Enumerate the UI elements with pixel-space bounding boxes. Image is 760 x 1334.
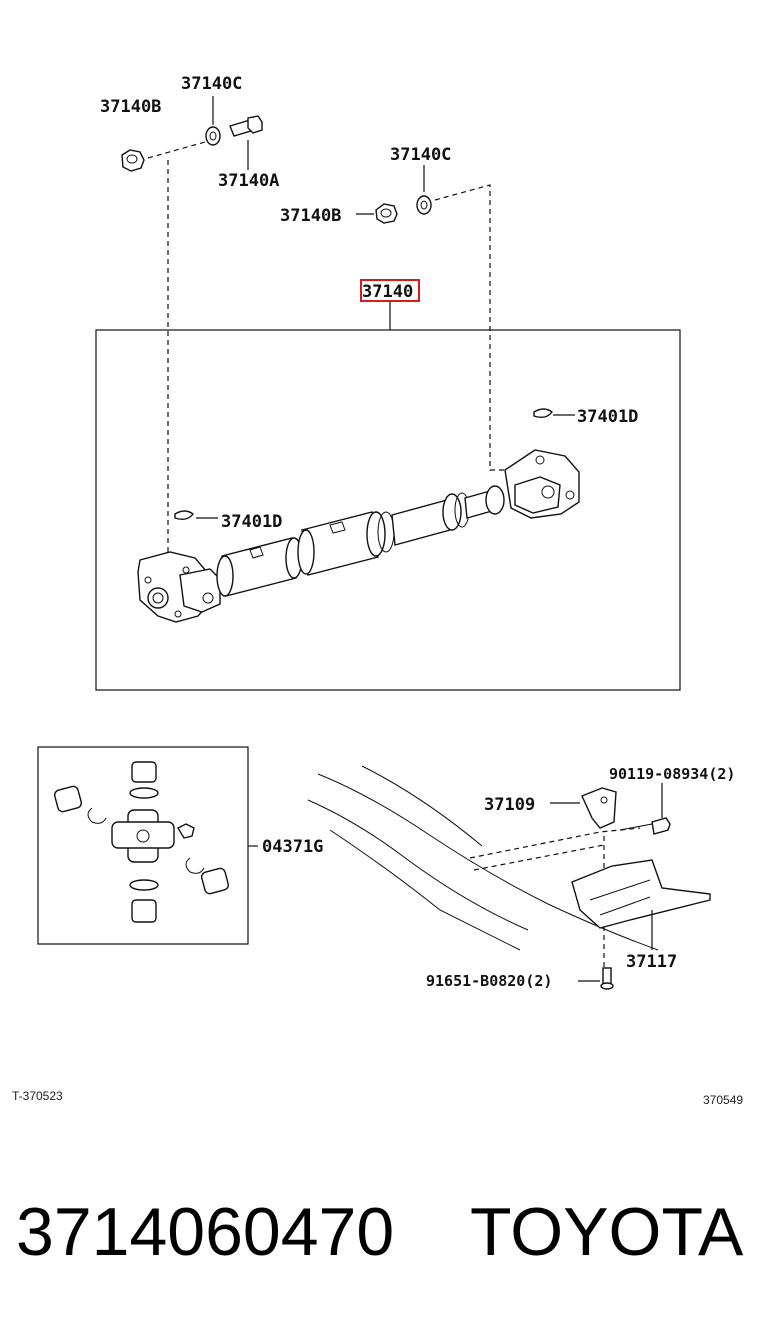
spider-bearing-kit-drawing[interactable] <box>53 761 230 923</box>
part-number: 3714060470 <box>16 1194 394 1270</box>
label-37401D-right[interactable]: 37401D <box>577 407 638 427</box>
bracket-37109[interactable] <box>581 787 617 829</box>
bolt-90119-08934[interactable] <box>619 817 671 835</box>
label-04371G[interactable]: 04371G <box>262 837 323 857</box>
nut-37140B-mid[interactable] <box>375 203 398 224</box>
label-37140B-top[interactable]: 37140B <box>100 97 161 117</box>
label-37401D-left[interactable]: 37401D <box>221 512 282 532</box>
highlight-box-37140 <box>360 279 420 302</box>
label-37140C-mid[interactable]: 37140C <box>390 145 451 165</box>
label-37117[interactable]: 37117 <box>626 952 677 972</box>
reference-code-left: T-370523 <box>12 1089 63 1103</box>
label-37140B-mid[interactable]: 37140B <box>280 206 341 226</box>
bolt-91651-B0820[interactable] <box>600 967 614 990</box>
bolt-37140A[interactable] <box>229 115 263 137</box>
washer-37140C-mid[interactable] <box>416 195 432 215</box>
propeller-shaft-drawing[interactable] <box>137 449 580 623</box>
washer-37140C-top[interactable] <box>205 126 221 146</box>
label-37140A[interactable]: 37140A <box>218 171 279 191</box>
label-37140[interactable]: 37140 <box>362 282 413 302</box>
clip-37401D-right[interactable] <box>533 408 553 419</box>
clip-37401D-left[interactable] <box>174 510 194 521</box>
reference-code-right: 370549 <box>703 1093 743 1107</box>
label-37140C-top[interactable]: 37140C <box>181 74 242 94</box>
propeller-shaft-assembly-frame <box>95 329 681 691</box>
brand-name: TOYOTA <box>470 1194 744 1270</box>
protector-37117[interactable] <box>571 859 711 929</box>
label-91651-B0820[interactable]: 91651-B0820(2) <box>426 972 552 990</box>
nut-37140B-top[interactable] <box>121 149 145 172</box>
label-37109[interactable]: 37109 <box>484 795 535 815</box>
label-90119-08934[interactable]: 90119-08934(2) <box>609 765 735 783</box>
